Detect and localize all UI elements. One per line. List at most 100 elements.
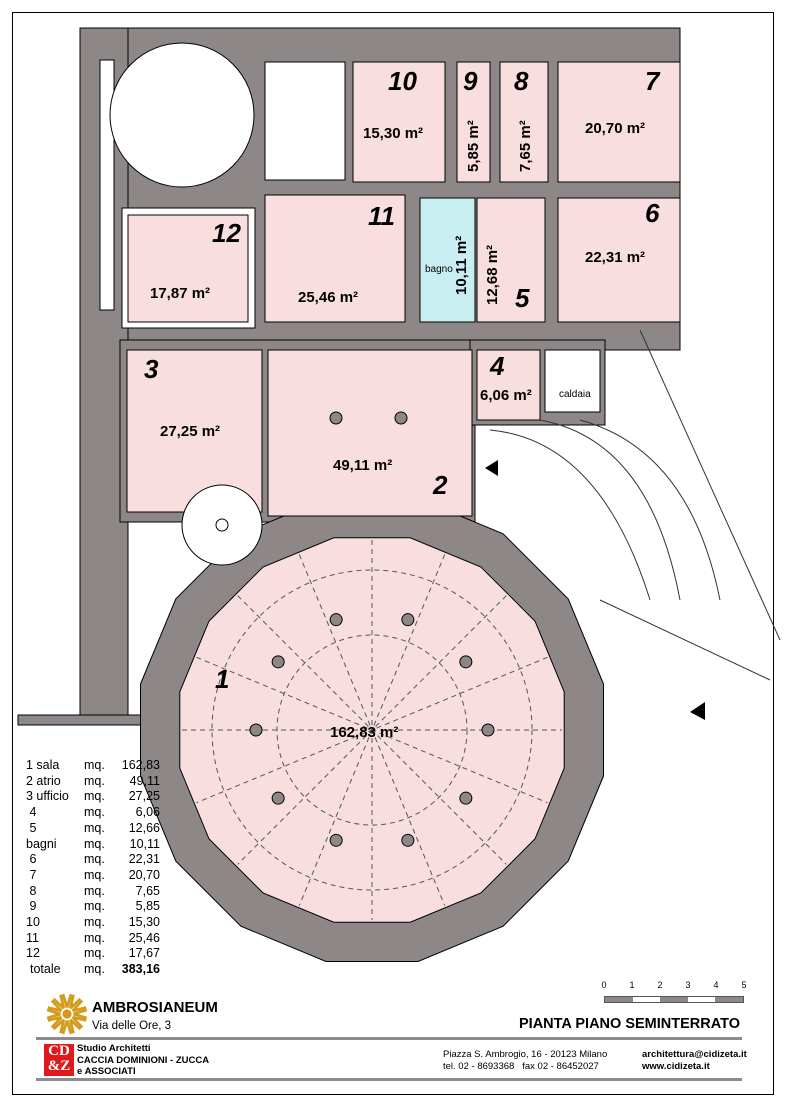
room-11[interactable]	[264, 194, 406, 323]
room-number: 4	[489, 351, 505, 381]
room-area: 15,30 m²	[363, 125, 423, 142]
external-stair	[489, 329, 781, 681]
legend-unit: mq.	[84, 805, 105, 820]
room-area: 6,06 m²	[480, 387, 532, 404]
room-area: 20,70 m²	[585, 120, 645, 137]
column	[249, 723, 263, 737]
legend-unit: mq.	[84, 789, 105, 804]
room-number: 10	[388, 66, 417, 96]
room-caldaia[interactable]	[544, 349, 601, 413]
legend-value: 5,85	[135, 899, 160, 914]
room-2[interactable]	[267, 349, 473, 517]
legend-value: 15,30	[128, 915, 160, 930]
legend-value: 6,06	[135, 805, 160, 820]
legend-unit: mq.	[84, 946, 105, 961]
room-bagno[interactable]	[419, 197, 476, 323]
legend-name: 1 sala	[26, 758, 60, 772]
legend-name: 11	[26, 930, 39, 945]
room-number: 2	[432, 470, 448, 500]
legend-name: 5	[26, 820, 37, 835]
room-number: 3	[144, 354, 159, 384]
legend-unit: mq.	[84, 899, 105, 914]
scale-tick-label: 3	[685, 980, 691, 990]
room-number: 7	[645, 66, 661, 96]
vault-lines	[182, 540, 562, 920]
room-area: 17,87 m²	[150, 285, 210, 302]
legend-name: 12	[26, 946, 40, 961]
legend-value: 10,11	[129, 836, 160, 851]
room-4[interactable]	[476, 349, 541, 421]
entrance-arrow-icon	[485, 460, 498, 476]
room-number: 12	[212, 218, 241, 248]
column	[401, 613, 415, 627]
legend-name: 2 atrio	[26, 773, 61, 788]
room-number: 11	[368, 201, 395, 231]
contact: architettura@cidizeta.it www.cidizeta.it	[642, 1049, 747, 1073]
legend-value: 22,31	[128, 852, 160, 867]
entrance-arrow-icon	[690, 702, 705, 720]
column	[329, 411, 343, 425]
building-address: Via delle Ore, 3	[92, 1020, 172, 1032]
legend-value: 12,66	[128, 820, 160, 835]
studio-line: CACCIA DOMINIONI - ZUCCA	[77, 1054, 210, 1066]
studio-line: e ASSOCIATI	[77, 1066, 136, 1077]
room-6[interactable]	[557, 197, 681, 323]
columns	[249, 411, 495, 847]
column	[271, 655, 285, 669]
legend-unit: mq.	[84, 915, 105, 930]
room-8[interactable]	[499, 61, 549, 183]
room-area: 22,31 m²	[585, 249, 645, 266]
room-3[interactable]	[126, 349, 263, 513]
legend-unit: mq.	[84, 773, 105, 788]
room-number: 9	[463, 66, 478, 96]
bagno-area: 10,11 m²	[453, 236, 470, 295]
bagno-label: bagno	[425, 264, 453, 275]
legend-row: 2 atrio mq. 49,11	[26, 774, 160, 790]
column	[394, 411, 408, 425]
column	[271, 791, 285, 805]
column	[329, 833, 343, 847]
legend-value: 49,11	[129, 773, 160, 788]
scale-tick-label: 4	[713, 980, 719, 990]
room-12[interactable]	[127, 214, 249, 323]
legend-value: 20,70	[128, 867, 160, 882]
legend-value: 383,16	[121, 962, 160, 977]
scale-tick-label: 0	[601, 980, 607, 990]
building-name: AMBROSIANEUM	[92, 999, 218, 1016]
room-9[interactable]	[456, 61, 491, 183]
scale-tick-label: 2	[657, 980, 663, 990]
column	[329, 613, 343, 627]
column	[481, 723, 495, 737]
room-number: 5	[515, 283, 530, 313]
caldaia-label: caldaia	[559, 389, 591, 400]
studio-line: Studio Architetti	[77, 1043, 151, 1054]
website-link[interactable]: www.cidizeta.it	[642, 1061, 710, 1072]
legend-unit: mq.	[84, 836, 105, 851]
room-area: 162,83 m²	[330, 724, 398, 741]
studio-name: Studio Architetti CACCIA DOMINIONI - ZUC…	[77, 1043, 209, 1078]
legend-name: 3 ufficio	[26, 789, 69, 804]
room-area: 7,65 m²	[517, 120, 534, 172]
email-link[interactable]: architettura@cidizeta.it	[642, 1049, 747, 1060]
room-5[interactable]	[476, 197, 546, 323]
divider	[36, 1078, 742, 1081]
room-area: 12,68 m²	[484, 245, 501, 305]
legend-unit: mq.	[84, 852, 105, 867]
drawing-title: PIANTA PIANO SEMINTERRATO	[519, 1016, 740, 1032]
column	[459, 655, 473, 669]
office-phone: tel. 02 - 8693368 fax 02 - 86452027	[443, 1061, 599, 1072]
legend-unit: mq.	[84, 758, 105, 772]
room-7[interactable]	[557, 61, 681, 183]
legend-name: totale	[30, 962, 61, 977]
room-10[interactable]	[352, 61, 446, 183]
room-area: 5,85 m²	[465, 120, 482, 172]
